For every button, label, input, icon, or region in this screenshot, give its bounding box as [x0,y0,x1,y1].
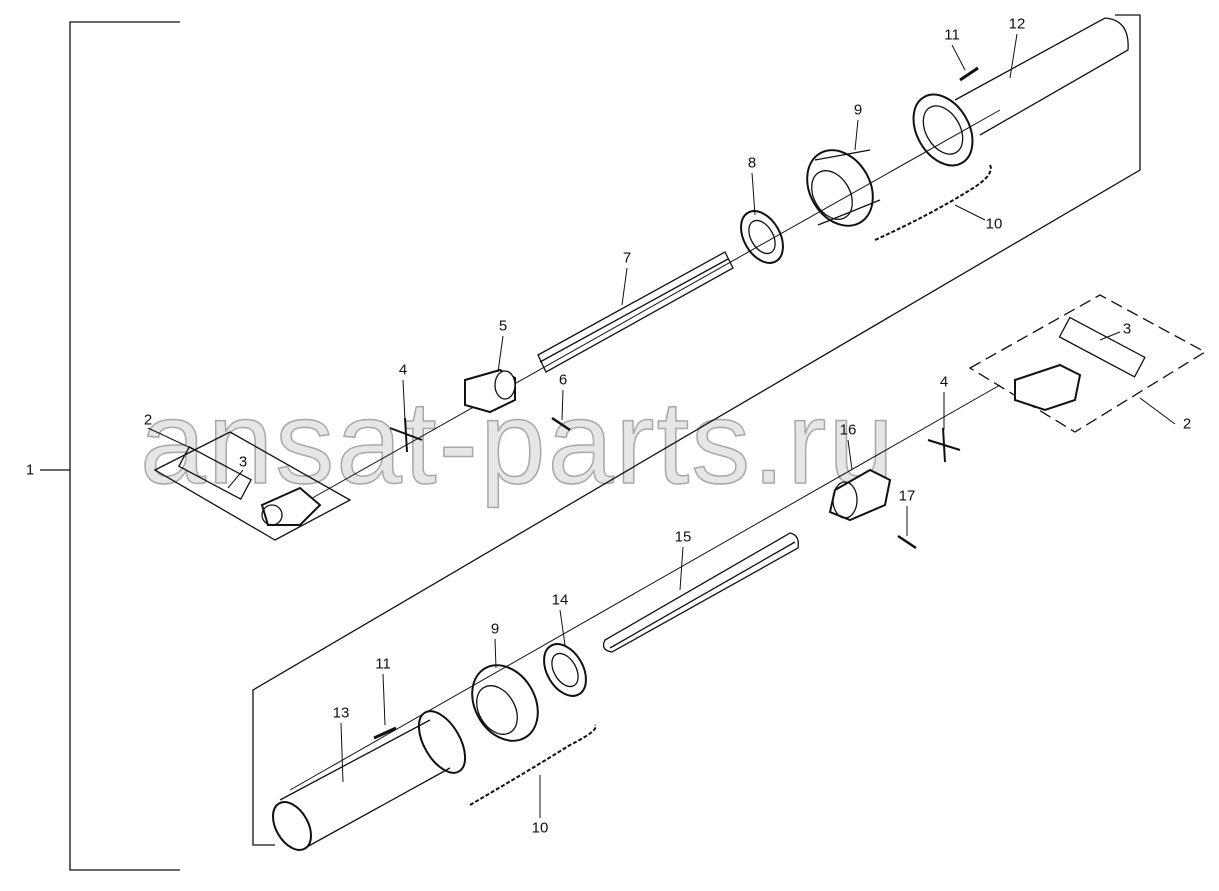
callout-14: 14 [551,591,569,609]
callout-17: 17 [898,487,916,505]
repair-kit-2-right [968,294,1207,433]
callout-10-lower: 10 [531,819,549,837]
outer-tube-12 [912,17,1129,167]
pin-17 [897,534,917,550]
universal-cross-4-left [389,417,423,453]
bellows-guard-9-upper [806,149,881,227]
leader-lines [147,33,1176,818]
assembly-frame [252,14,1141,846]
callout-9-upper: 9 [853,101,863,119]
callout-12: 12 [1008,15,1026,33]
callout-10-upper: 10 [985,215,1003,233]
yoke-16 [828,468,892,522]
callout-6: 6 [558,371,568,389]
repair-kit-2-left [153,431,352,541]
callout-7: 7 [622,249,632,267]
callout-2-left: 2 [143,411,153,429]
axis-line-upper [299,109,1001,506]
watermark: ansat-parts.ru [139,376,896,510]
pin-6 [551,416,571,432]
axis-line-lower [289,384,1001,791]
callout-2-right: 2 [1182,415,1192,433]
callout-5: 5 [498,317,508,335]
screw-11-lower [373,726,397,740]
inner-tube-15 [602,532,799,653]
callout-11-lower: 11 [375,655,391,673]
safety-chain-10-lower [469,724,597,806]
inner-tube-7 [537,251,734,373]
callout-8: 8 [747,154,757,172]
callout-1: 1 [25,461,35,479]
callout-15: 15 [674,528,692,546]
callout-3-left: 3 [238,453,248,471]
callout-16: 16 [839,421,857,439]
assembly-bracket [40,21,180,871]
outer-tube-13 [272,710,467,851]
safety-chain-10-upper [874,164,992,241]
bearing-ring-14 [543,643,587,697]
universal-cross-4-right [927,427,961,463]
callout-9-lower: 9 [490,620,500,638]
screw-11-upper [959,66,979,82]
bellows-guard-9-lower [471,664,539,742]
callout-11-upper: 11 [944,26,960,44]
callout-3-right: 3 [1122,320,1132,338]
bearing-ring-8 [740,210,784,264]
yoke-5 [464,368,516,414]
callout-4-left: 4 [398,361,408,379]
callout-13: 13 [332,704,350,722]
callout-4-right: 4 [939,373,949,391]
